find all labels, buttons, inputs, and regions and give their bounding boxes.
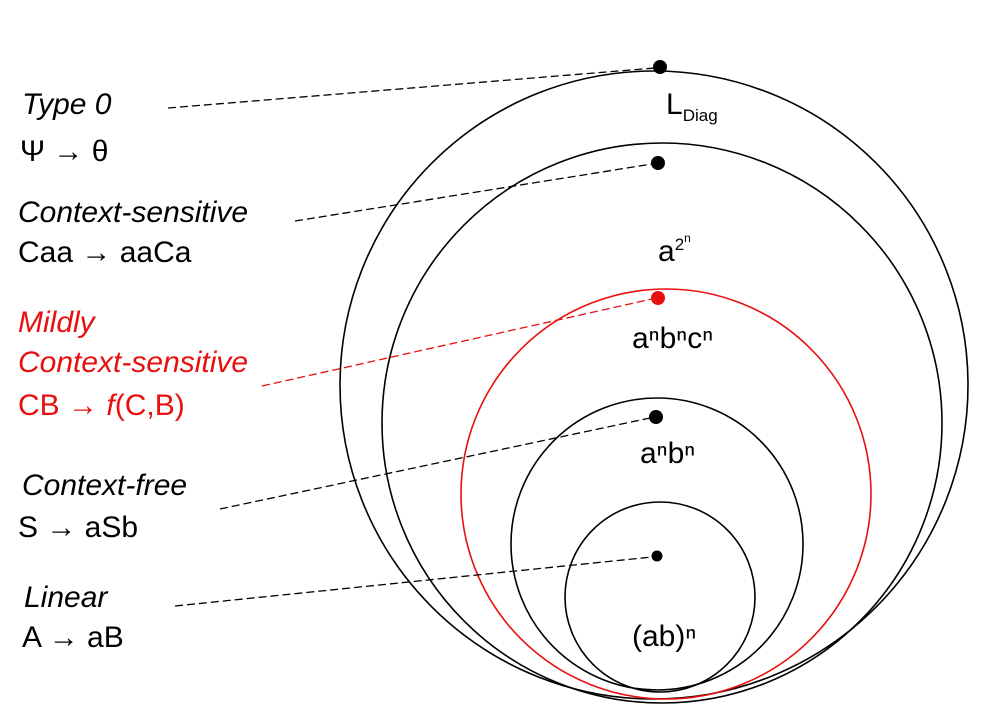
mildly-language: aⁿbⁿcⁿ [632, 322, 714, 355]
mildly-rule: CB → f(C,B) [18, 388, 185, 424]
type0-name: Type 0 [22, 88, 112, 121]
type0-dot [653, 60, 667, 74]
context-sensitive-dot [651, 156, 665, 170]
linear-dot [651, 550, 663, 562]
linear-circle [564, 501, 756, 693]
context-free-leader [219, 417, 651, 510]
context-sensitive-name: Context-sensitive [18, 196, 249, 229]
context-free-rule: S → aSb [18, 511, 139, 544]
context-sensitive-language: a2n [658, 231, 691, 268]
type0-leader [167, 67, 656, 109]
mildly-rule-function: f [106, 389, 115, 422]
mildly-name-line2: Context-sensitive [18, 346, 249, 379]
mildly-context-sensitive-circle [460, 288, 872, 700]
context-free-dot [649, 410, 663, 424]
linear-name: Linear [24, 581, 108, 614]
mildly-dot [651, 291, 665, 305]
mildly-leader [261, 298, 653, 387]
linear-language: (ab)ⁿ [632, 620, 697, 653]
mildly-name-line1: Mildly [18, 306, 95, 339]
context-sensitive-leader [294, 163, 653, 222]
context-free-language: aⁿbⁿ [640, 437, 696, 470]
context-sensitive-rule: Caa → aaCa [18, 236, 192, 269]
mildly-rule-prefix: CB → [18, 389, 107, 422]
mildly-rule-args: (C,B) [114, 389, 185, 422]
context-sensitive-circle [381, 142, 943, 704]
context-free-name: Context-free [22, 469, 188, 502]
type0-rule: Ψ → θ [20, 135, 109, 168]
linear-leader [174, 556, 653, 607]
type0-language: LDiag [666, 88, 718, 125]
linear-rule: A → aB [22, 621, 124, 654]
context-free-circle [510, 397, 804, 691]
